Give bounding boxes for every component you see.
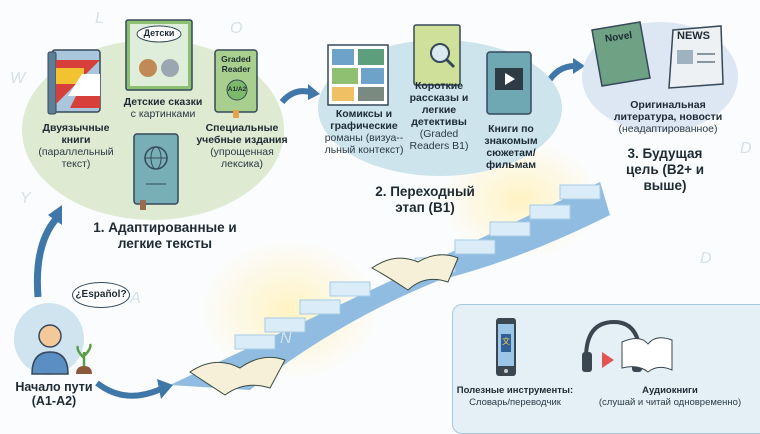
graded-reader-badge: A1/A2 — [227, 86, 247, 93]
watermark-letter: L — [95, 10, 104, 27]
novel-book-icon — [591, 21, 651, 87]
watermark-letter: D — [700, 250, 712, 267]
graded-reader-cover-text: Graded Reader — [221, 54, 251, 74]
children-book-cover-text: Детски — [143, 28, 175, 38]
graded-reader-book-icon — [214, 49, 258, 118]
arrow-up-icon — [33, 205, 62, 298]
open-book-icon — [371, 254, 459, 291]
open-book-icon — [189, 356, 286, 396]
watermark-letter: A — [130, 290, 141, 307]
stage2-item-stories: Короткие рассказы и легкие детективы(Gra… — [409, 80, 469, 152]
translate-glyph: 文 — [502, 337, 510, 346]
tool-audiobooks: Аудиокниги(слушай и читай одновременно) — [598, 385, 742, 408]
arrow-right-icon — [279, 84, 320, 105]
newspaper-icon — [668, 25, 724, 89]
globe-book-icon — [133, 133, 179, 210]
bilingual-book-icon — [47, 49, 101, 115]
news-cover-text: NEWS — [677, 30, 710, 42]
thought-bubble: ¿Español? — [72, 282, 130, 308]
comics-icon — [327, 44, 389, 106]
stage2-title: 2. Переходный этап (B1) — [375, 184, 475, 215]
stage1-item-graded: Специальные учебные издания(упрощенная л… — [196, 122, 288, 170]
stage1-item-bilingual: Двуязычные книги(параллельный текст) — [38, 122, 114, 170]
watermark-letter: W — [10, 70, 26, 87]
stage3-item: Оригинальная литература, новости(неадапт… — [613, 99, 723, 135]
watermark-letter: Y — [20, 190, 31, 207]
stage3-title: 3. Будущая цель (B2+ и выше) — [625, 146, 705, 193]
stage2-item-films: Книги по знакомым сюжетам/ фильмам — [484, 123, 538, 171]
tool-dictionary: Полезные инструменты:Словарь/переводчик — [456, 385, 574, 408]
watermark-letter: D — [740, 140, 752, 157]
children-book-icon — [125, 19, 193, 91]
detective-book-icon — [413, 24, 461, 86]
watermark-letter: O — [230, 20, 243, 37]
arrow-to-stairs-icon — [95, 379, 173, 399]
phone-dictionary-icon — [496, 318, 516, 376]
person-icon — [31, 324, 92, 375]
watermark-letter: N — [280, 330, 292, 347]
stage1-title: 1. Адаптированные и легкие тексты — [93, 220, 237, 251]
start-title: Начало пути (A1-A2) — [15, 380, 93, 408]
film-book-icon — [486, 51, 532, 115]
audiobook-icon — [582, 319, 673, 373]
